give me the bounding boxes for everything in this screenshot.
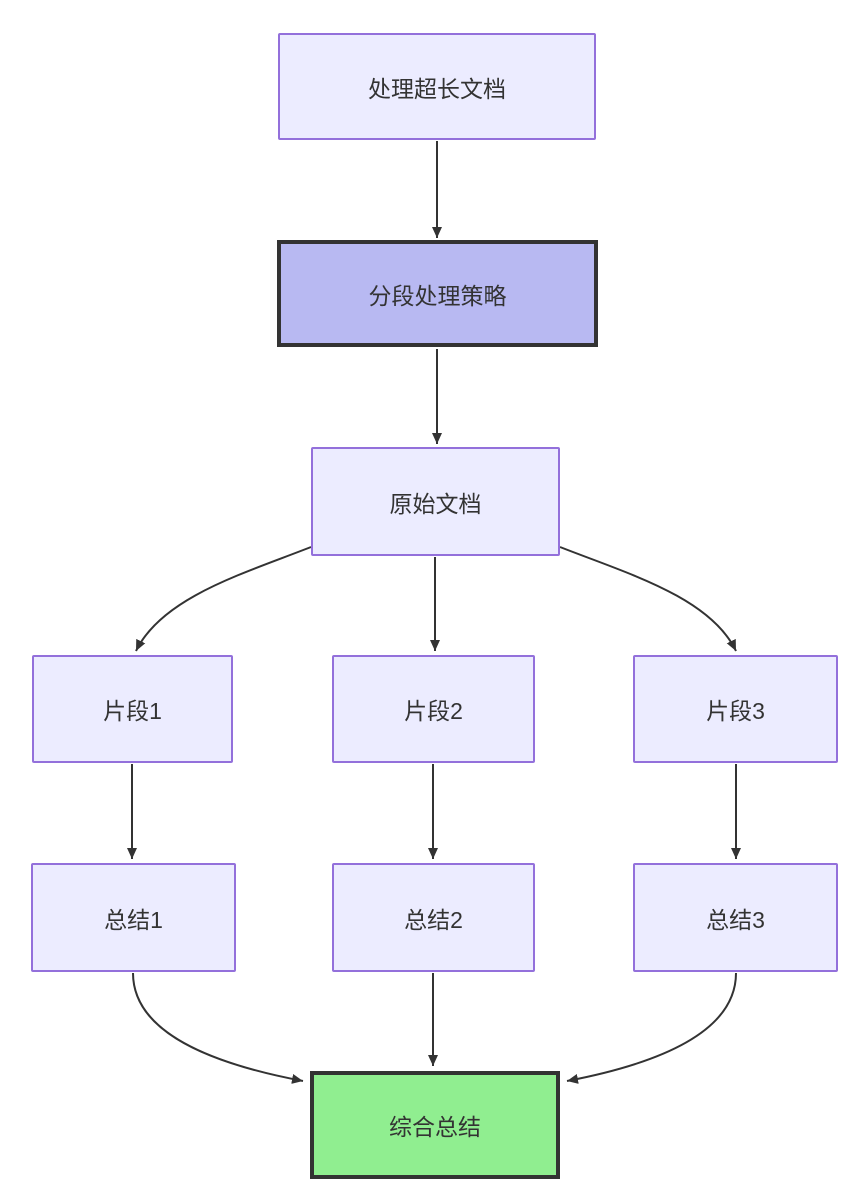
- edge-original-to-frag3: [559, 546, 737, 652]
- edge-original-to-frag1: [135, 546, 312, 652]
- node-label: 分段处理策略: [368, 282, 507, 309]
- node-label: 片段1: [103, 698, 162, 724]
- node-summary-2: 总结2: [332, 863, 535, 972]
- node-original-doc: 原始文档: [311, 447, 560, 556]
- node-label: 总结1: [104, 906, 163, 933]
- node-label: 总结2: [404, 906, 463, 933]
- node-label: 处理超长文档: [368, 75, 506, 102]
- node-fragment-1: 片段1: [32, 655, 233, 763]
- node-process-long-doc: 处理超长文档: [278, 33, 596, 140]
- node-label: 片段3: [706, 698, 765, 724]
- node-label: 总结3: [706, 906, 765, 933]
- node-fragment-2: 片段2: [332, 655, 535, 763]
- node-final-summary: 综合总结: [310, 1071, 560, 1179]
- node-label: 综合总结: [389, 1114, 481, 1140]
- node-label: 原始文档: [389, 490, 482, 517]
- edge-sum1-to-final: [132, 972, 304, 1084]
- edge-sum3-to-final: [566, 972, 737, 1084]
- node-summary-3: 总结3: [633, 863, 838, 972]
- node-fragment-3: 片段3: [633, 655, 838, 763]
- node-label: 片段2: [404, 698, 463, 724]
- node-summary-1: 总结1: [31, 863, 236, 972]
- node-segmentation-strategy: 分段处理策略: [277, 240, 598, 347]
